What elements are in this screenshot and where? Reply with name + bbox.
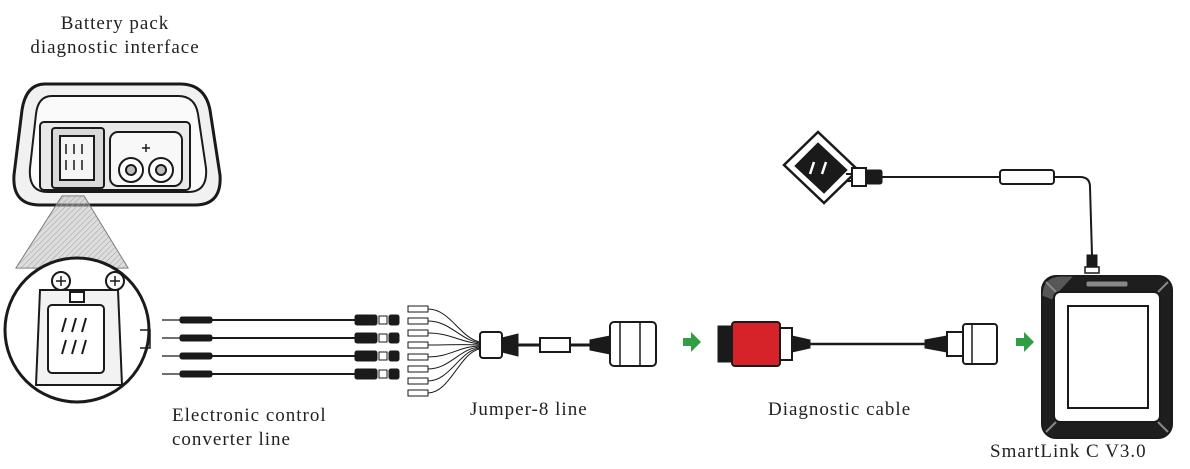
converter-lead-3 <box>162 350 400 362</box>
converter-line <box>162 314 400 380</box>
battery-pack-label: Battery pack diagnostic interface <box>0 12 230 60</box>
converter-lead-1 <box>162 314 400 326</box>
smartlink-device <box>1041 275 1173 439</box>
device-label: SmartLink C V3.0 <box>990 441 1147 462</box>
diagnostic-cable <box>717 321 998 367</box>
converter-line-label-line2: converter line <box>172 429 291 450</box>
diagnostic-cable-label: Diagnostic cable <box>768 399 912 420</box>
battery-pack-label-line2: diagnostic interface <box>30 37 200 58</box>
power-adapter <box>999 169 1055 185</box>
converter-lead-2 <box>162 332 400 344</box>
magnifier-cone <box>15 195 129 269</box>
jumper-line-label: Jumper-8 line <box>470 399 588 420</box>
battery-pack-interface <box>12 82 222 207</box>
power-plug <box>846 167 883 187</box>
green-arrow-icon <box>683 332 701 352</box>
converter-lead-4 <box>162 368 400 380</box>
power-supply <box>782 130 1100 274</box>
green-arrow-icon <box>1016 332 1034 352</box>
battery-pack-label-line1: Battery pack <box>60 13 170 34</box>
jumper-pins <box>407 305 429 397</box>
converter-line-label: Electronic control converter line <box>172 404 327 452</box>
converter-line-label-line1: Electronic control <box>172 405 327 426</box>
flow-arrows <box>683 332 1034 352</box>
magnified-connector <box>3 256 151 404</box>
jumper-8-line <box>407 305 657 397</box>
